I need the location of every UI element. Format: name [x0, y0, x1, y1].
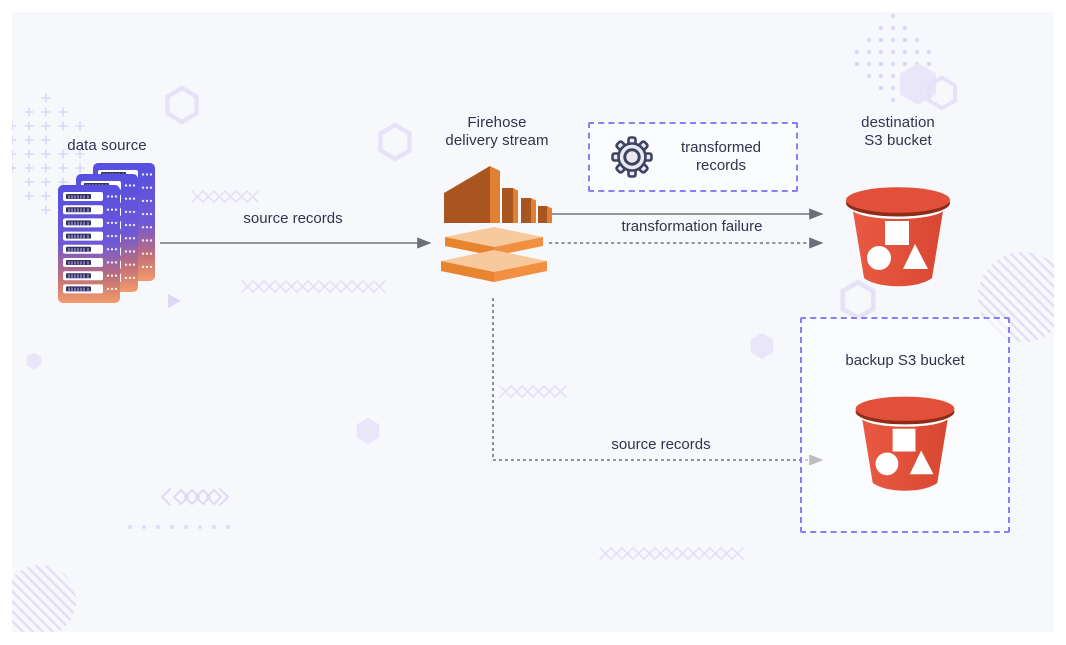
transformed-records-line1: transformed	[680, 139, 762, 156]
firehose-label-line2: delivery stream	[445, 132, 549, 149]
backup-s3-bucket-icon	[855, 396, 955, 491]
edge-label-source-records: source records	[243, 210, 343, 227]
destination-s3-bucket-icon	[846, 187, 950, 287]
diamond-chain-decoration	[161, 488, 229, 506]
edge-backup-source-records-line	[492, 298, 824, 466]
edge-label-transformation-failure: transformation failure	[621, 218, 763, 235]
triangle-decoration	[168, 294, 181, 308]
transformed-records-box: transformed records	[588, 122, 798, 192]
transformed-records-label: transformed records	[654, 139, 796, 175]
server-stack-icon	[40, 158, 165, 308]
striped-circle-decoration	[12, 565, 76, 632]
backup-bucket-label: backup S3 bucket	[845, 352, 965, 369]
destination-bucket-label: destination S3 bucket	[828, 114, 968, 150]
destination-bucket-line1: destination	[861, 114, 935, 131]
firehose-label-line1: Firehose	[467, 114, 527, 131]
backup-s3-bucket-box: backup S3 bucket	[800, 317, 1010, 533]
transformed-records-line2: records	[695, 157, 747, 174]
data-source-label: data source	[67, 137, 147, 154]
edge-label-backup-source-records: source records	[611, 436, 711, 453]
gear-icon	[611, 136, 653, 178]
destination-bucket-line2: S3 bucket	[864, 132, 932, 149]
firehose-label: Firehose delivery stream	[417, 114, 577, 150]
dotted-row-decoration	[128, 525, 230, 529]
firehose-icon	[441, 166, 552, 282]
